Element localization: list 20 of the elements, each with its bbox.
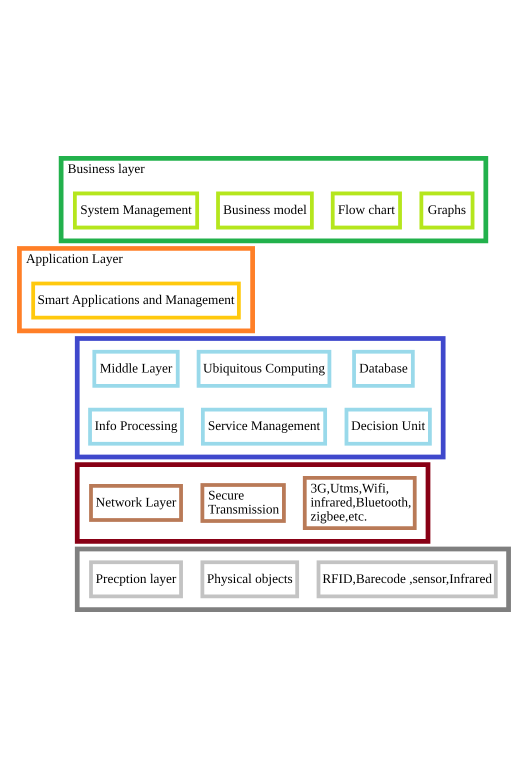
node-box: Secure Transmission — [200, 483, 286, 523]
node-box: Service Management — [200, 408, 328, 446]
node-box: Network Layer — [89, 484, 183, 522]
cluster — [74, 462, 430, 544]
node-box: Business model — [216, 192, 314, 230]
node-box: 3G,Utms,Wifi, infrared,Bluetooth, zigbee,etc. — [302, 476, 417, 530]
node-box: Decision Unit — [344, 408, 432, 446]
cluster — [74, 546, 511, 612]
node-box: Info Processing — [88, 408, 184, 446]
node-box: System Management — [72, 192, 200, 230]
node-box: Precption layer — [89, 560, 183, 598]
node-box: Graphs — [419, 192, 474, 230]
node-box: Ubiquitous Computing — [196, 350, 332, 388]
node-box: Physical objects — [200, 560, 300, 598]
node-box: RFID,Barecode ,sensor,Infrared — [316, 560, 498, 598]
node-box: Database — [352, 350, 415, 388]
node-box: Smart Applications and Management — [31, 282, 241, 320]
node-box: Flow chart — [330, 192, 402, 230]
cluster — [74, 336, 446, 460]
node-box: Middle Layer — [92, 350, 180, 388]
